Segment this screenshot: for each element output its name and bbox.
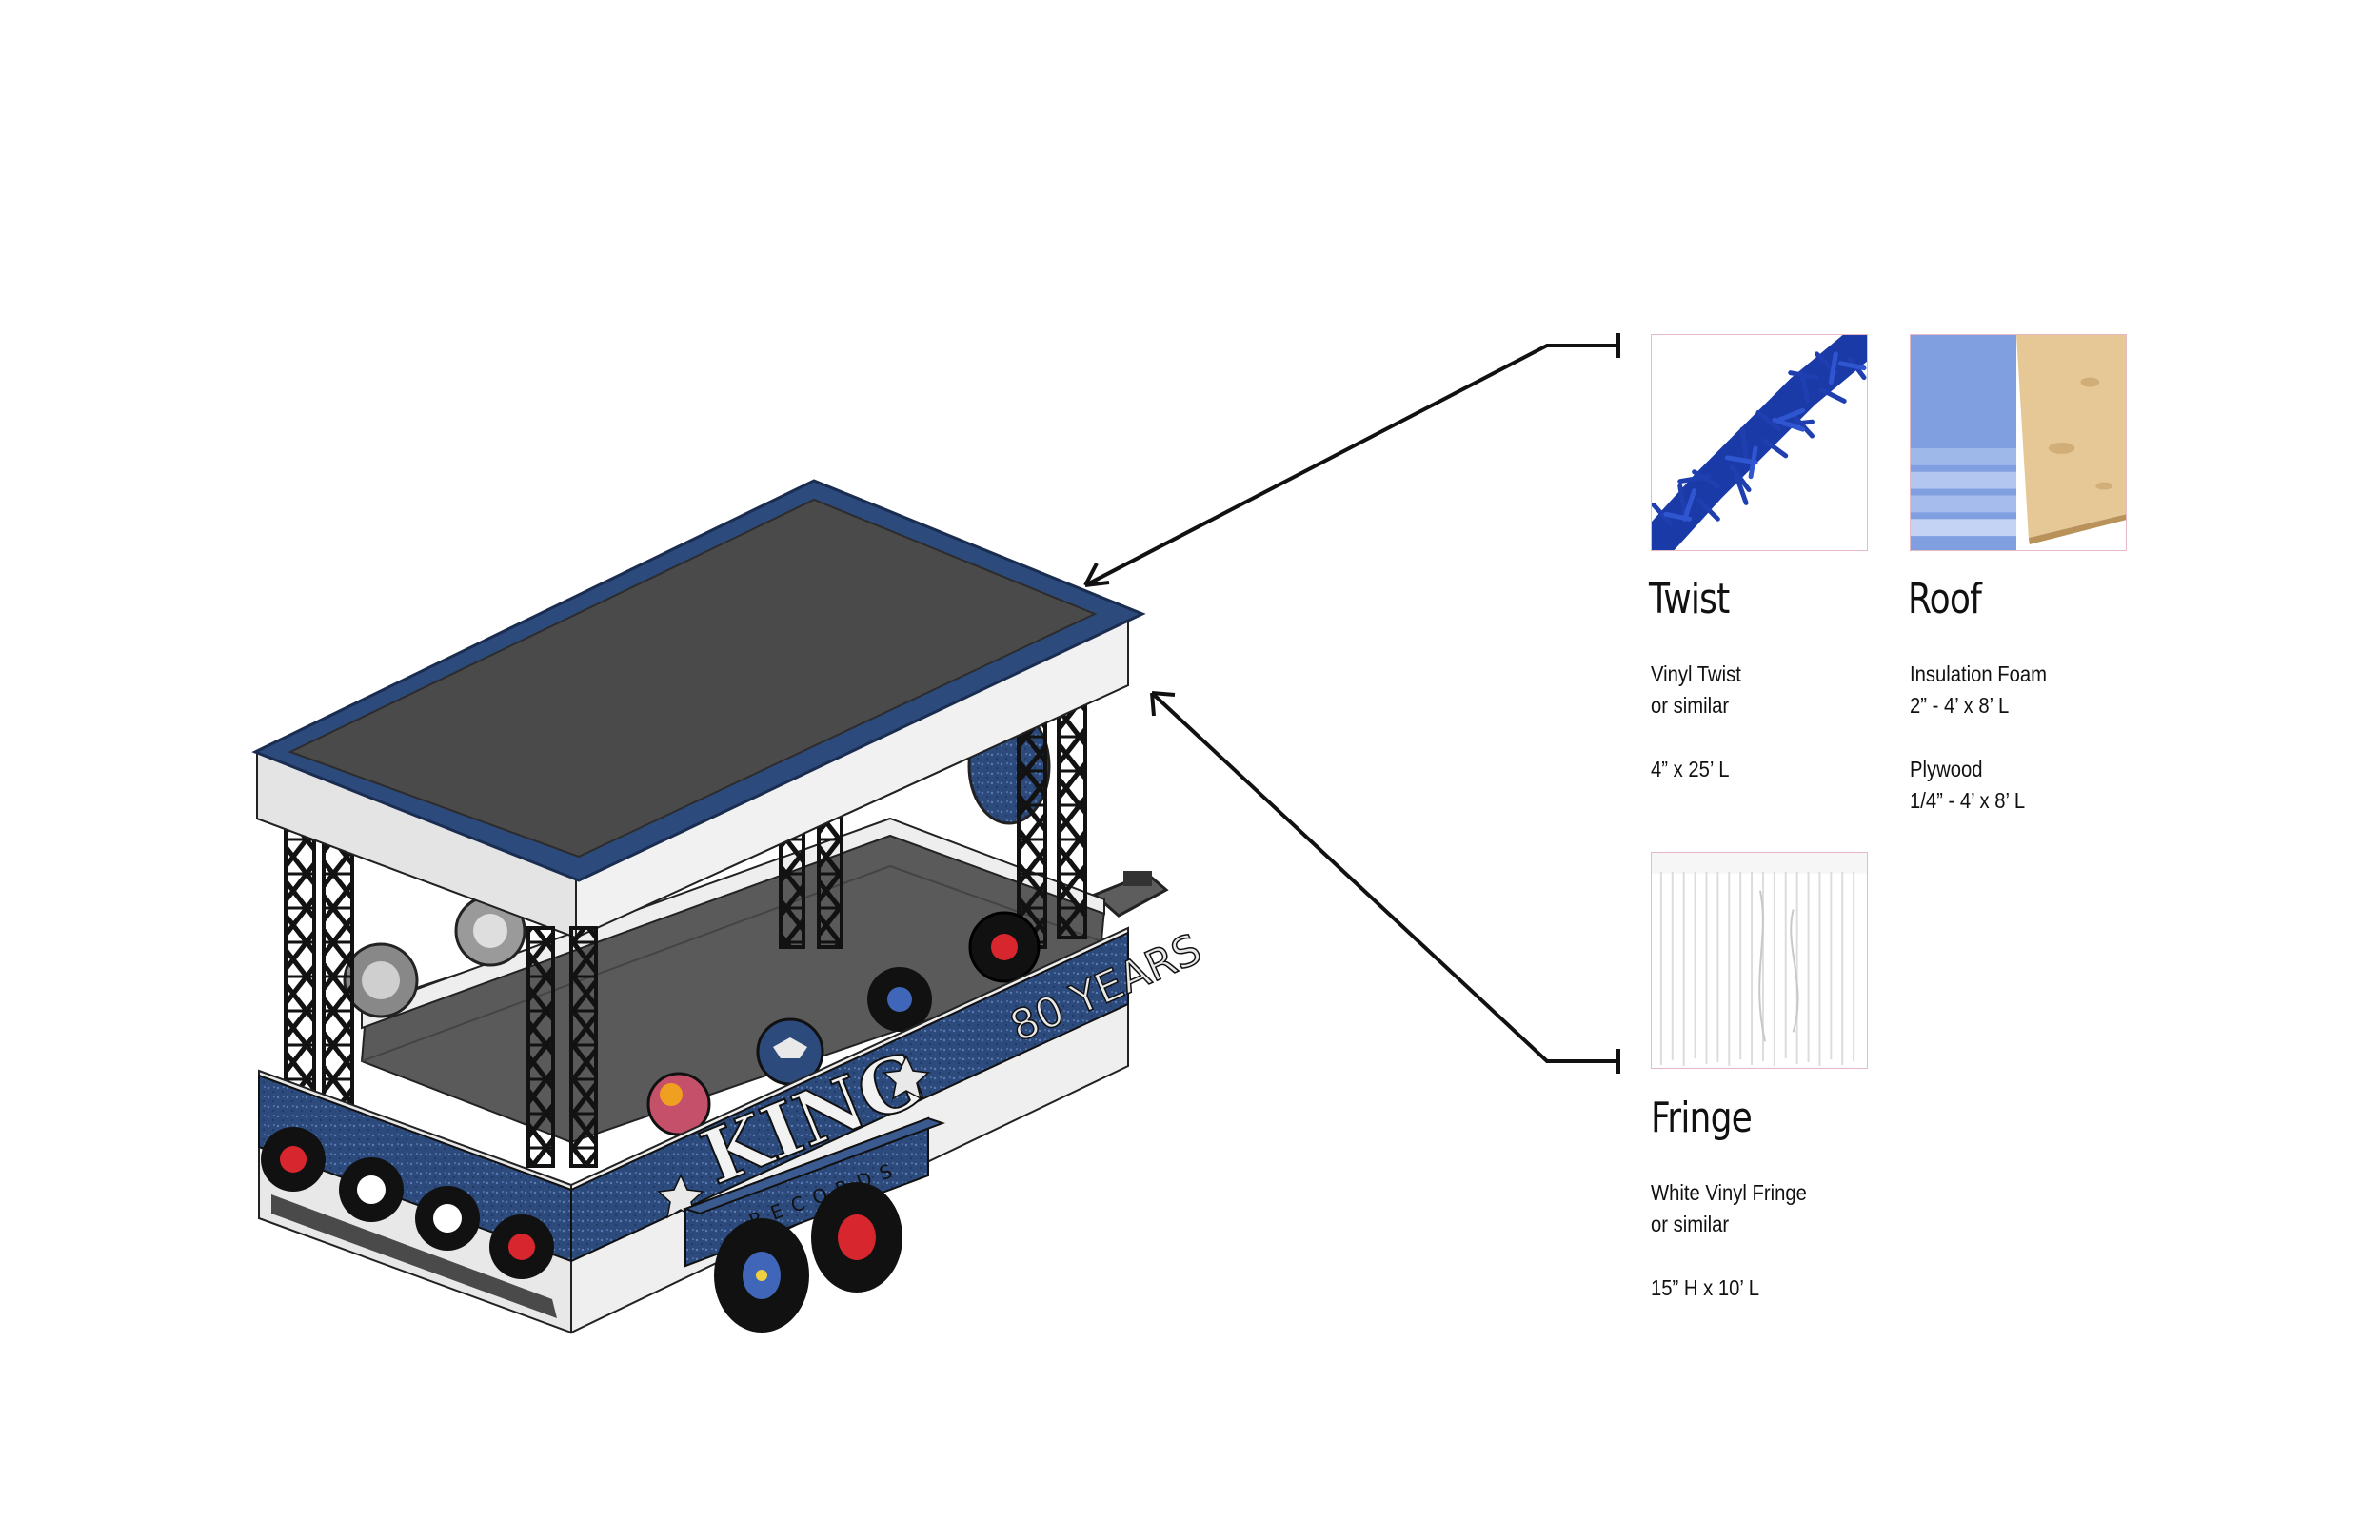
white-vinyl-fringe-icon — [1652, 853, 1867, 1068]
twist-description: Vinyl Twist — [1651, 661, 1741, 686]
fringe-title: Fringe — [1651, 1094, 1753, 1142]
fringe-description: White Vinyl Fringe — [1651, 1180, 1807, 1205]
blue-tinsel-twist-icon — [1652, 335, 1867, 550]
twist-title: Twist — [1649, 575, 1730, 623]
side-records — [646, 911, 1041, 1136]
trailer-hitch — [1092, 871, 1169, 918]
roof-swatch — [1910, 334, 2127, 551]
callout-fringe-arrow — [1150, 691, 1620, 1074]
roof-plywood-size: 1/4” - 4’ x 8’ L — [1910, 788, 2026, 813]
foam-and-plywood-icon — [1911, 335, 2126, 550]
truss-column-back-left — [284, 826, 354, 1106]
fringe-note: or similar — [1651, 1212, 1730, 1236]
truss-column-back-right — [1017, 693, 1087, 949]
trailer-wheels — [714, 1182, 902, 1333]
truss-column-front-left — [526, 926, 598, 1168]
twist-size: 4” x 25’ L — [1651, 757, 1730, 781]
twist-note: or similar — [1651, 693, 1730, 718]
front-records — [261, 1127, 554, 1279]
fringe-size: 15” H x 10’ L — [1651, 1275, 1760, 1300]
roof-foam-label: Insulation Foam — [1910, 661, 2048, 686]
roof-title: Roof — [1908, 575, 1982, 623]
back-rail — [361, 817, 1105, 1030]
roof-foam-size: 2” - 4’ x 8’ L — [1910, 693, 2010, 718]
roof-plywood-label: Plywood — [1910, 757, 1983, 781]
fringe-swatch — [1651, 852, 1868, 1069]
callout-twist-arrow — [1083, 333, 1620, 587]
twist-swatch — [1651, 334, 1868, 551]
